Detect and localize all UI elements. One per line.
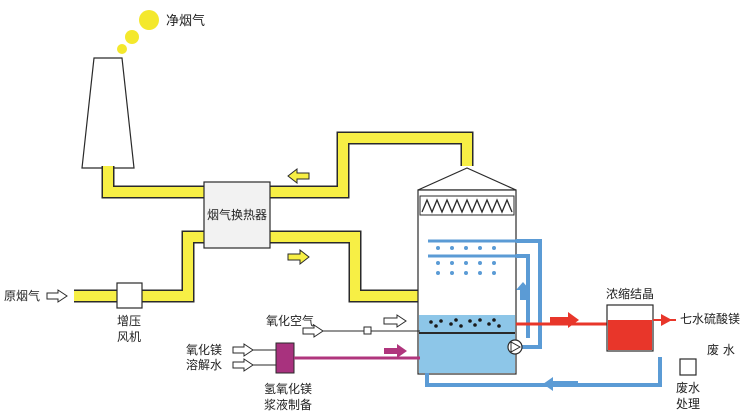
gas-heat-exchanger (203, 181, 271, 249)
smoke-puff (117, 44, 127, 54)
aeration-bubbles (429, 318, 501, 328)
spray-nozzle-icon (436, 246, 496, 275)
pump-icon (507, 339, 523, 355)
recirculation-piping (425, 239, 662, 387)
smoke-puff (139, 10, 159, 30)
waste-water-label: 废 水 (707, 342, 735, 357)
crystallization-label: 浓缩结晶 (606, 286, 654, 301)
mgoh2-label-line1: 氢氧化镁 (264, 381, 312, 396)
flow-arrow-icon (287, 248, 310, 266)
oxidation-air-label: 氧化空气 (266, 313, 314, 328)
mgo-label-line1: 氧化镁 (186, 343, 222, 357)
gas-heat-exchanger-label: 烟气换热器 (207, 207, 267, 222)
chimney-stack (81, 57, 135, 169)
mgo-label-line2: 溶解水 (186, 357, 222, 372)
chevron-demister-icon (419, 195, 515, 216)
mgoh2-label-line2: 浆液制备 (264, 397, 312, 412)
flow-arrow-icon (287, 167, 310, 185)
flow-arrow-icon (516, 282, 530, 300)
mgoh2-slurry-mixer (275, 342, 295, 374)
flow-arrow-icon (543, 377, 578, 391)
booster-fan-label-line1: 增压 (117, 314, 141, 328)
waste-water-treatment-label-line2: 处理 (676, 397, 700, 411)
oxidation-air-arrow-icon (302, 324, 324, 338)
booster-fan-label-line2: 风机 (117, 330, 141, 344)
product-label: 七水硫酸镁 (680, 311, 740, 326)
water-input-arrow-icon (232, 358, 254, 372)
clean-flue-gas-label: 净烟气 (166, 13, 205, 29)
crystallization-tank-liquid (608, 320, 652, 350)
oxidation-air-valve (363, 326, 372, 335)
absorber-tower (417, 167, 517, 375)
flow-arrow-icon (384, 344, 407, 358)
raw-gas-flow-arrow-icon (46, 289, 68, 303)
flue-gas-ducts (74, 131, 474, 303)
mgo-input-arrow-icon (232, 343, 254, 357)
spray-headers (428, 239, 516, 275)
slurry-pool (419, 315, 515, 373)
flow-arrow-icon (661, 314, 672, 326)
flow-arrow-icon (383, 314, 407, 328)
flow-arrow-icon (550, 312, 579, 328)
tower-cone (417, 167, 517, 191)
smoke-puff (125, 30, 139, 44)
booster-fan (116, 282, 143, 309)
waste-water-treatment-label-line1: 废水 (676, 380, 700, 395)
smoke-puffs (117, 10, 159, 54)
waste-water-treatment-box (679, 358, 697, 376)
raw-flue-gas-label: 原烟气 (4, 288, 40, 303)
